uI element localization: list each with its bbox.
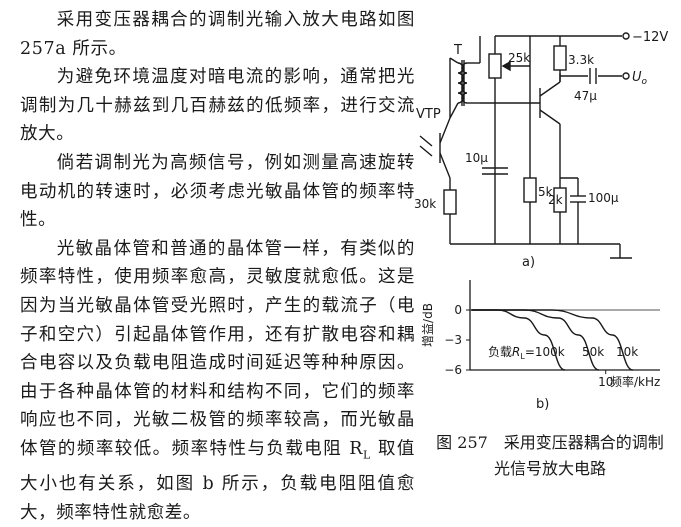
paragraph-2: 为避免环境温度对暗电流的影响，通常把光调制为几十赫兹到几百赫兹的低频率，进行交流…	[20, 67, 415, 145]
series-line-50k	[471, 309, 600, 371]
paragraph-4-subscript: L	[363, 448, 371, 462]
y-tick-label-2: −6	[444, 363, 462, 377]
c-base-label: 10μ	[465, 151, 488, 165]
c-out-label: 47μ	[574, 89, 597, 103]
x-axis-label: 频率/kHz	[610, 374, 660, 389]
figure-caption-line-2: 光信号放大电路	[493, 459, 606, 478]
y-axis-label: 增益/dB	[421, 303, 435, 347]
series-line-10k	[471, 309, 634, 371]
legend-symbol: R	[512, 345, 520, 359]
series-label-50k: 50k	[582, 345, 604, 359]
output-main: U	[632, 70, 642, 85]
c-emitter-label: 100μ	[588, 191, 619, 205]
body-text: 采用变压器耦合的调制光输入放大电路如图 257a 所示。 为避免环境温度对暗电流…	[20, 6, 415, 527]
r-load-label: 30k	[414, 197, 436, 211]
r-emitter-label: 2k	[548, 193, 563, 207]
r-base-label: 5k	[538, 185, 553, 199]
phototransistor-label: VTP	[416, 107, 441, 122]
paragraph-1: 采用变压器耦合的调制光输入放大电路如图 257a 所示。	[20, 10, 415, 59]
transformer-label: T	[453, 43, 462, 58]
y-tick-label-0: 0	[454, 303, 462, 317]
y-tick-label-1: −3	[444, 333, 462, 347]
frequency-response-chart: 增益/dB 0 −3 −6 10 负载 RL=100k 50k 10k 频率/kHz…	[421, 280, 660, 412]
figure-b-label: b)	[536, 397, 549, 412]
series-line-100k	[471, 309, 566, 371]
paragraph-3: 倘若调制光为高频信号，例如测量高速旋转电动机的转速时，必须考虑光敏晶体管的频率特…	[20, 152, 415, 231]
supply-label: −12V	[632, 30, 668, 45]
paragraph-4-part-a: 光敏晶体管和普通的晶体管一样，有类似的频率特性，使用频率愈高，灵敏度就愈低。这是…	[20, 238, 415, 459]
figure-caption-line-1: 图 257 采用变压器耦合的调制	[436, 433, 664, 452]
paragraph-4-part-b: 取值大小也有关系，如图 b 所示，负载电阻阻值愈大，频率特性就愈差。	[20, 438, 415, 523]
legend-eq: =100k	[525, 345, 565, 359]
r-collector-label: 3.3k	[568, 53, 594, 67]
paragraph-4: 光敏晶体管和普通的晶体管一样，有类似的频率特性，使用频率愈高，灵敏度就愈低。这是…	[20, 235, 415, 527]
output-subscript: o	[642, 77, 648, 87]
legend-load: RL=100k	[512, 345, 565, 361]
circuit-diagram: −12V T VTP 30k 25k 10μ 5k 3.3k	[414, 30, 668, 270]
r-pot-label: 25k	[508, 51, 530, 65]
x-tick-label-0: 10	[598, 375, 613, 389]
series-label-10k: 10k	[616, 345, 638, 359]
output-label: Uo	[632, 70, 648, 87]
legend-subscript: L	[520, 352, 525, 361]
legend-prefix: 负载	[488, 345, 512, 359]
figure-a-label: a)	[522, 255, 535, 270]
